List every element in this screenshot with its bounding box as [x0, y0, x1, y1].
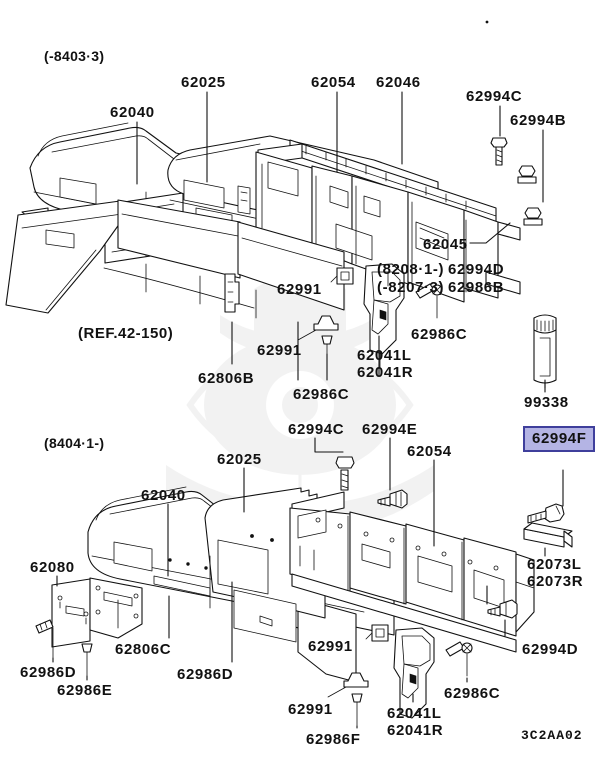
- leader-62045: [469, 222, 511, 244]
- part-62025-bumper-center-upper: [167, 135, 439, 263]
- part-62994B-nut-upper: [517, 165, 543, 226]
- label-62073R-lower: 62073R: [527, 573, 584, 590]
- label-62025-upper: 62025: [181, 74, 226, 91]
- label-62986D-lower-a: 62986D: [20, 664, 77, 681]
- label-62054-upper: 62054: [311, 74, 356, 91]
- part-ref-42-150-valance: [5, 199, 345, 319]
- label-62994B-upper: 62994B: [510, 112, 567, 129]
- part-62054-reinforcement-lower: [289, 491, 535, 653]
- variant-note-8207-3: (-8207·3): [377, 279, 445, 296]
- label-62073L-lower: 62073L: [527, 556, 582, 573]
- label-62025-lower: 62025: [217, 451, 262, 468]
- leader-lines-upper: [136, 91, 546, 393]
- label-62986D-lower-b: 62986D: [177, 666, 234, 683]
- label-62986E-lower: 62986E: [57, 682, 113, 699]
- label-62994D-lower: 62994D: [522, 641, 579, 658]
- part-62040-bumper-upper: [21, 122, 327, 264]
- part-62080-plate-lower: [51, 578, 91, 648]
- label-62041L-lower: 62041L: [387, 705, 442, 722]
- part-62994D-bolt-lower: [487, 599, 518, 619]
- upper-date-range: (-8403·3): [44, 48, 105, 64]
- label-62041R-lower: 62041R: [387, 722, 444, 739]
- label-62041L-upper: 62041L: [357, 347, 412, 364]
- part-62986F-screw-lower: [351, 693, 363, 727]
- part-62994F-bolt-lower: [527, 503, 565, 524]
- label-99338: 99338: [524, 394, 569, 411]
- label-62080-lower: 62080: [30, 559, 75, 576]
- diagram-code: 3C2AA02: [521, 728, 583, 743]
- label-62994C-lower: 62994C: [288, 421, 345, 438]
- part-62806C-bracket-lower: [89, 577, 143, 639]
- label-62991-lower-b: 62991: [288, 701, 333, 718]
- variant-part-62994D: 62994D: [448, 261, 505, 278]
- part-62986D-screw-lower-a: [35, 619, 54, 659]
- part-62994C-bolt-upper: [490, 137, 508, 166]
- variant-note-8208-1: (8208·1-): [377, 261, 445, 278]
- label-62040-lower: 62040: [141, 487, 186, 504]
- part-62025-panel-upper: [104, 192, 184, 264]
- part-62986C-screw-upper-a: [321, 335, 333, 373]
- part-62991-grommet-upper-b: [297, 315, 339, 341]
- part-62991-clip-upper-a: [330, 267, 354, 285]
- part-62994E-bolt-lower: [377, 489, 408, 509]
- label-62054-lower: 62054: [407, 443, 452, 460]
- label-62806C-lower: 62806C: [115, 641, 172, 658]
- label-62986C-lower: 62986C: [444, 685, 501, 702]
- part-62991-clip-lower-a: [365, 624, 389, 642]
- label-62986F-lower: 62986F: [306, 731, 361, 748]
- part-62806B-bracket-upper: [224, 273, 240, 313]
- label-62986C-upper-a: 62986C: [293, 386, 350, 403]
- background-watermark: [166, 261, 434, 555]
- label-62991-lower-a: 62991: [308, 638, 353, 655]
- part-62986C-screw-lower: [445, 641, 473, 677]
- part-62991-grommet-lower-b: [327, 672, 369, 698]
- part-62073-bracket-lower: [523, 522, 573, 548]
- label-62046-upper: 62046: [376, 74, 421, 91]
- label-62806B-upper: 62806B: [198, 370, 255, 387]
- highlighted-part-62994F[interactable]: 62994F: [523, 426, 596, 452]
- speck-artifact: [485, 20, 489, 24]
- part-62025-panel-lower: [204, 487, 326, 643]
- label-62041R-upper: 62041R: [357, 364, 414, 381]
- part-62994C-bolt-lower: [335, 456, 355, 491]
- label-62991-upper-a: 62991: [277, 281, 322, 298]
- reference-42-150: (REF.42-150): [78, 325, 174, 342]
- lower-date-range: (8404·1-): [44, 435, 105, 451]
- label-62040-upper: 62040: [110, 104, 155, 121]
- part-62986E-screw-lower: [81, 643, 93, 677]
- variant-part-62986B: 62986B: [448, 279, 505, 296]
- label-62994C-upper: 62994C: [466, 88, 523, 105]
- label-62994E-lower: 62994E: [362, 421, 418, 438]
- label-62045-upper: 62045: [423, 236, 468, 253]
- label-62986C-upper-b: 62986C: [411, 326, 468, 343]
- label-62991-upper-b: 62991: [257, 342, 302, 359]
- part-99338-tube: [533, 314, 557, 389]
